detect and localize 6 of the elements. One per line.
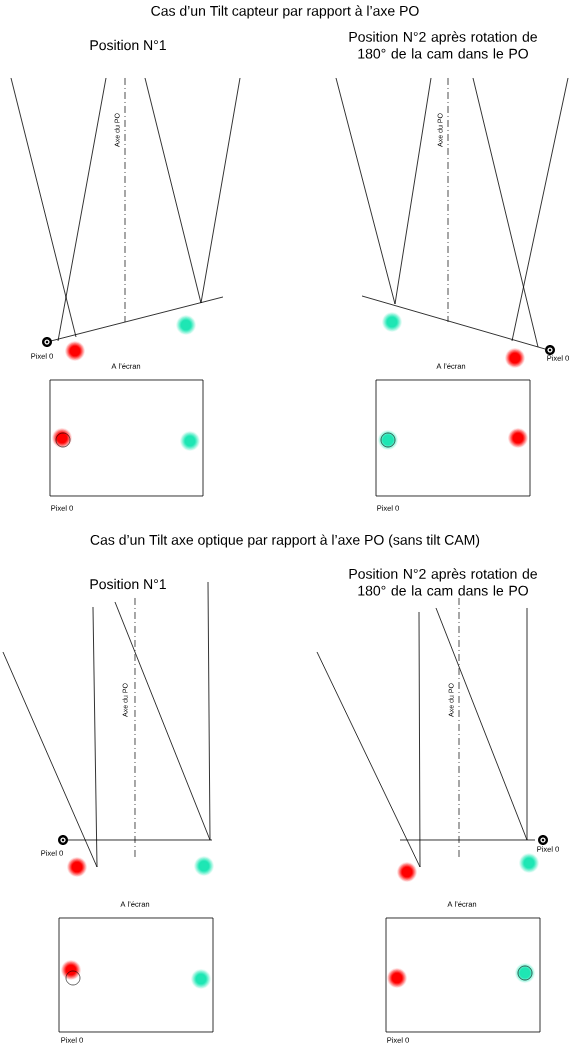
title: Cas d’un Tilt capteur par rapport à l’axe PO: [151, 5, 419, 19]
heading: Position N°2 après rotation de 180° de la cam dans le PO: [349, 568, 537, 596]
heading: Position N°1: [90, 39, 166, 51]
heading: Cas d’un Tilt axe optique par rapport à l’axe PO (sans tilt CAM): [90, 534, 480, 548]
heading: Position N°2 après rotation de 180° de la cam dans le PO: [349, 31, 537, 59]
heading: Position N°1: [90, 578, 166, 590]
